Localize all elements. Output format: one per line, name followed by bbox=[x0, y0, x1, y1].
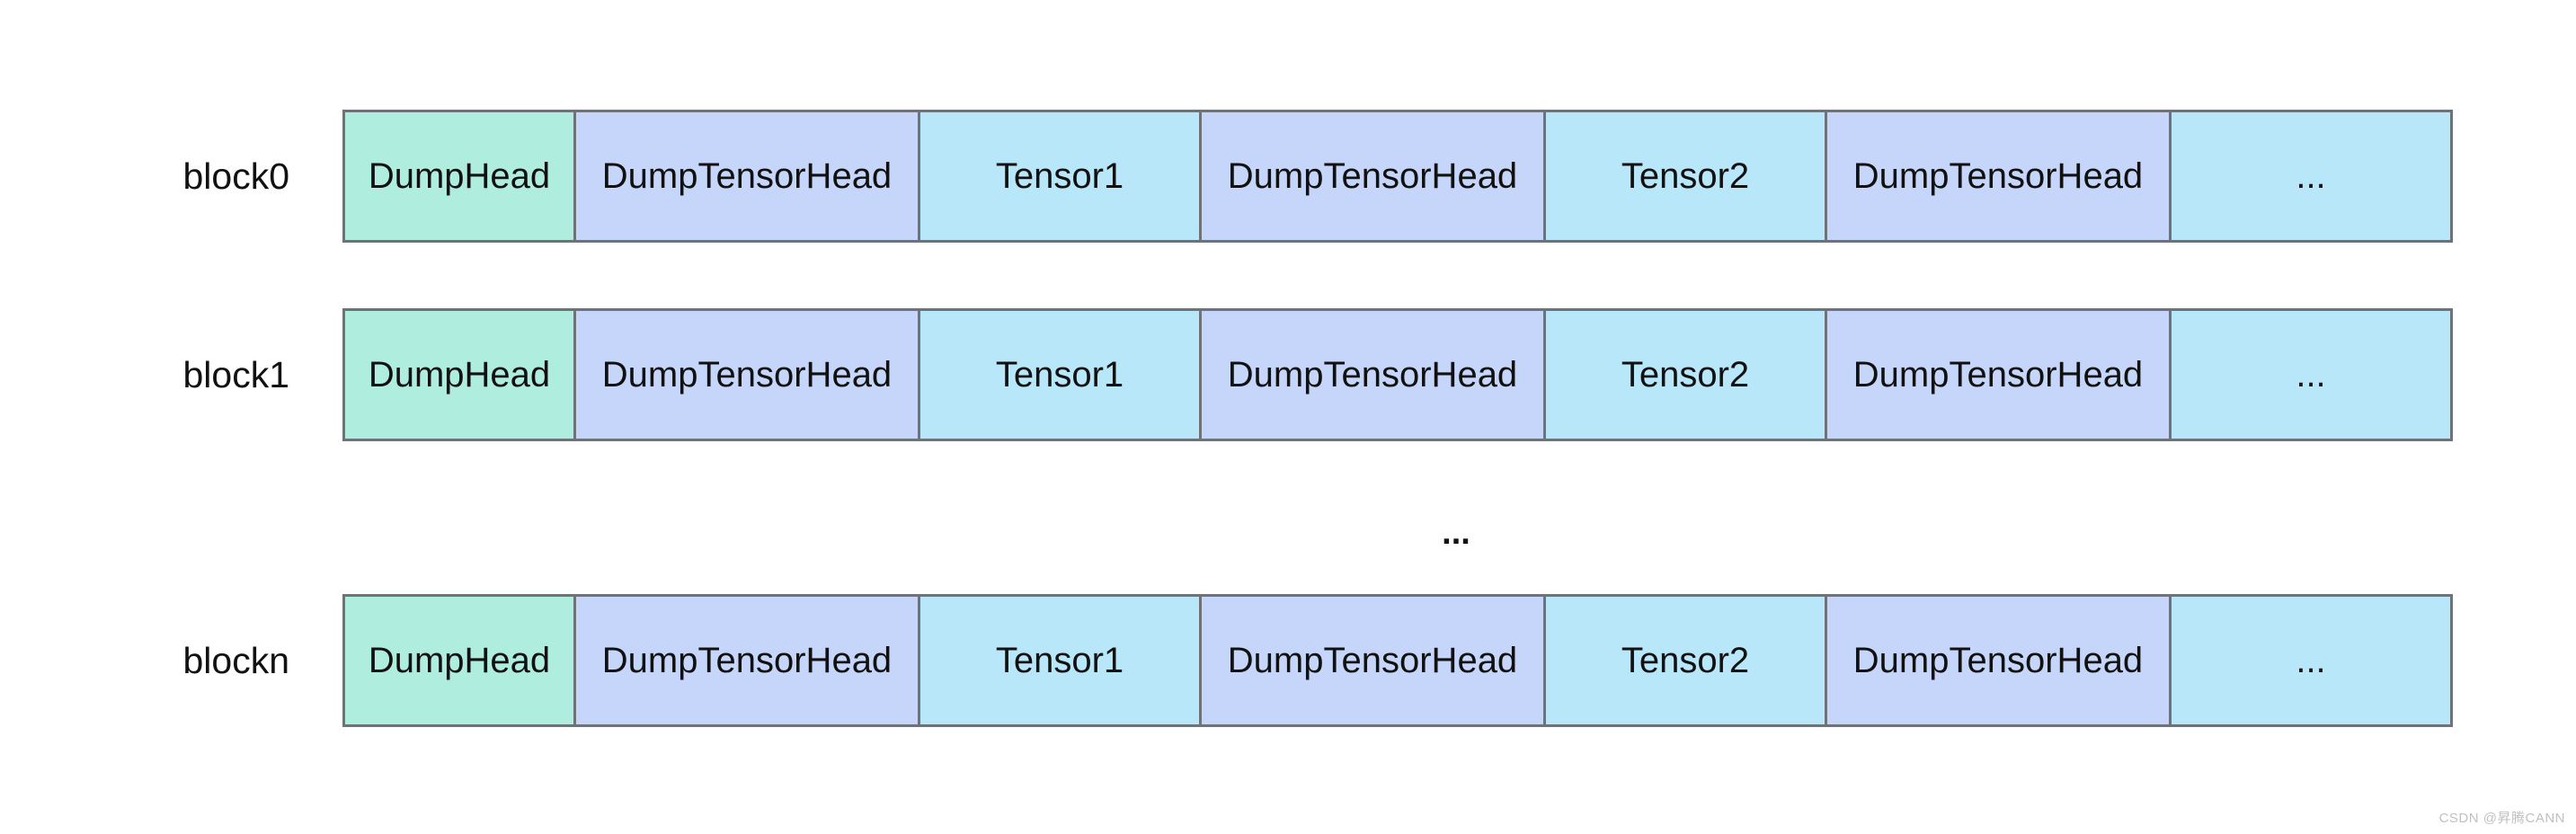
cell-dump-head: DumpHead bbox=[342, 594, 576, 727]
cell-dump-tensor-head: DumpTensorHead bbox=[573, 308, 920, 441]
block-cells: DumpHead DumpTensorHead Tensor1 DumpTens… bbox=[342, 594, 2453, 727]
cell-dump-head: DumpHead bbox=[342, 110, 576, 243]
block-row-block1: block1 DumpHead DumpTensorHead Tensor1 D… bbox=[0, 308, 2453, 441]
block-cells: DumpHead DumpTensorHead Tensor1 DumpTens… bbox=[342, 110, 2453, 243]
cell-dump-tensor-head: DumpTensorHead bbox=[1825, 110, 2172, 243]
rows-continuation-ellipsis: ... bbox=[1442, 514, 1470, 552]
cell-dump-tensor-head: DumpTensorHead bbox=[1199, 594, 1546, 727]
cell-tensor2: Tensor2 bbox=[1543, 594, 1827, 727]
block-label: blockn bbox=[182, 639, 289, 681]
block-row-block0: block0 DumpHead DumpTensorHead Tensor1 D… bbox=[0, 110, 2453, 243]
cell-tensor1: Tensor1 bbox=[918, 110, 1202, 243]
cell-dump-tensor-head: DumpTensorHead bbox=[1825, 594, 2172, 727]
cell-dump-tensor-head: DumpTensorHead bbox=[1199, 110, 1546, 243]
block-cells: DumpHead DumpTensorHead Tensor1 DumpTens… bbox=[342, 308, 2453, 441]
block-row-blockn: blockn DumpHead DumpTensorHead Tensor1 D… bbox=[0, 594, 2453, 727]
cell-dump-tensor-head: DumpTensorHead bbox=[1199, 308, 1546, 441]
cell-dump-tensor-head: DumpTensorHead bbox=[573, 110, 920, 243]
cell-tensor2: Tensor2 bbox=[1543, 110, 1827, 243]
block-label: block1 bbox=[182, 353, 289, 395]
cell-ellipsis: ... bbox=[2169, 110, 2453, 243]
cell-tensor1: Tensor1 bbox=[918, 594, 1202, 727]
cell-tensor1: Tensor1 bbox=[918, 308, 1202, 441]
block-label: block0 bbox=[182, 155, 289, 197]
cell-dump-tensor-head: DumpTensorHead bbox=[573, 594, 920, 727]
cell-dump-head: DumpHead bbox=[342, 308, 576, 441]
cell-ellipsis: ... bbox=[2169, 594, 2453, 727]
cell-dump-tensor-head: DumpTensorHead bbox=[1825, 308, 2172, 441]
cell-tensor2: Tensor2 bbox=[1543, 308, 1827, 441]
watermark-text: CSDN @昇腾CANN bbox=[2438, 811, 2565, 826]
cell-ellipsis: ... bbox=[2169, 308, 2453, 441]
